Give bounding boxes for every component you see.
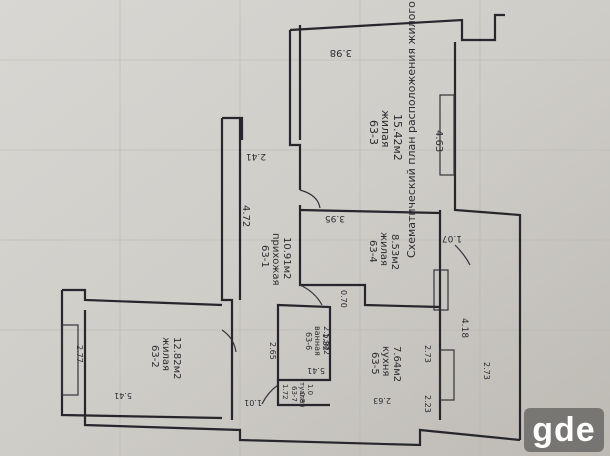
room-area: 2.53м2 [322, 326, 331, 355]
room-area: 7.64м2 [391, 346, 402, 382]
dimension-labels: 3.98 4.63 2.41 4.72 3.95 1.07 0.70 4.18 … [75, 47, 491, 413]
dim-label: 2.65 [268, 342, 277, 360]
dim-label: 0.85 [298, 392, 306, 408]
site-watermark-logo: gde [524, 408, 604, 452]
room-id: 63-5 [369, 352, 380, 375]
room-id: 63-4 [367, 240, 378, 263]
dim-label: 1.32 [321, 333, 330, 351]
room-63-3: 63-3 жилая 15.42м2 [367, 110, 404, 161]
room-63-4: 63-4 жилая 8.53м2 [367, 232, 400, 270]
room-id: 63-2 [149, 345, 160, 368]
watermark-text: gde [532, 410, 596, 449]
room-63-1: 63-1 прихожая 10.91м2 [259, 233, 292, 286]
room-id: 63-6 [304, 332, 313, 350]
room-63-5: 63-5 кухня 7.64м2 [369, 346, 402, 382]
room-name: жилая [160, 337, 171, 371]
room-name: кухня [380, 346, 391, 376]
dim-label: 3.98 [330, 47, 352, 58]
dim-label: 1.07 [442, 233, 462, 243]
dim-label: 2.77 [75, 345, 84, 363]
room-area: 8.53м2 [389, 234, 400, 270]
room-area: 15.42м2 [391, 114, 404, 161]
plan-heading: Схематический план расположения жилого [405, 1, 418, 258]
dim-label: 0.70 [339, 290, 348, 308]
dim-label: 2.41 [246, 151, 266, 161]
room-63-6: 63-6 ванная 2.53м2 [304, 326, 331, 356]
room-area: 10.91м2 [281, 237, 292, 280]
dim-label: 1.72 [281, 384, 289, 400]
room-name: туалет [298, 382, 306, 407]
dim-label: 4.63 [433, 130, 444, 152]
room-63-2: 63-2 жилая 12.82м2 [149, 337, 182, 380]
dim-label: 2.73 [423, 345, 432, 363]
room-63-7: 63-7 туалет 1.0 [290, 382, 314, 407]
dim-label: 2.23 [423, 395, 432, 413]
dim-label: 4.72 [240, 205, 251, 227]
dim-label: 4.18 [459, 318, 469, 338]
plan-walls [60, 13, 522, 447]
room-area: 1.0 [306, 384, 314, 395]
room-area: 12.82м2 [171, 337, 182, 380]
dim-label: 2.63 [373, 396, 391, 405]
room-name: жилая [378, 232, 389, 266]
dim-label: 5.41 [307, 366, 325, 375]
room-id: 63-3 [367, 120, 380, 145]
room-id: 63-1 [259, 245, 270, 268]
dim-label: 2.73 [482, 362, 491, 380]
dim-label: 1.01 [244, 398, 262, 407]
room-id: 63-7 [290, 386, 298, 402]
dim-label: 3.95 [325, 213, 345, 223]
room-name: жилая [379, 110, 392, 147]
room-name: прихожая [270, 233, 281, 286]
dim-label: 5.41 [114, 391, 132, 400]
room-name: ванная [313, 326, 322, 356]
